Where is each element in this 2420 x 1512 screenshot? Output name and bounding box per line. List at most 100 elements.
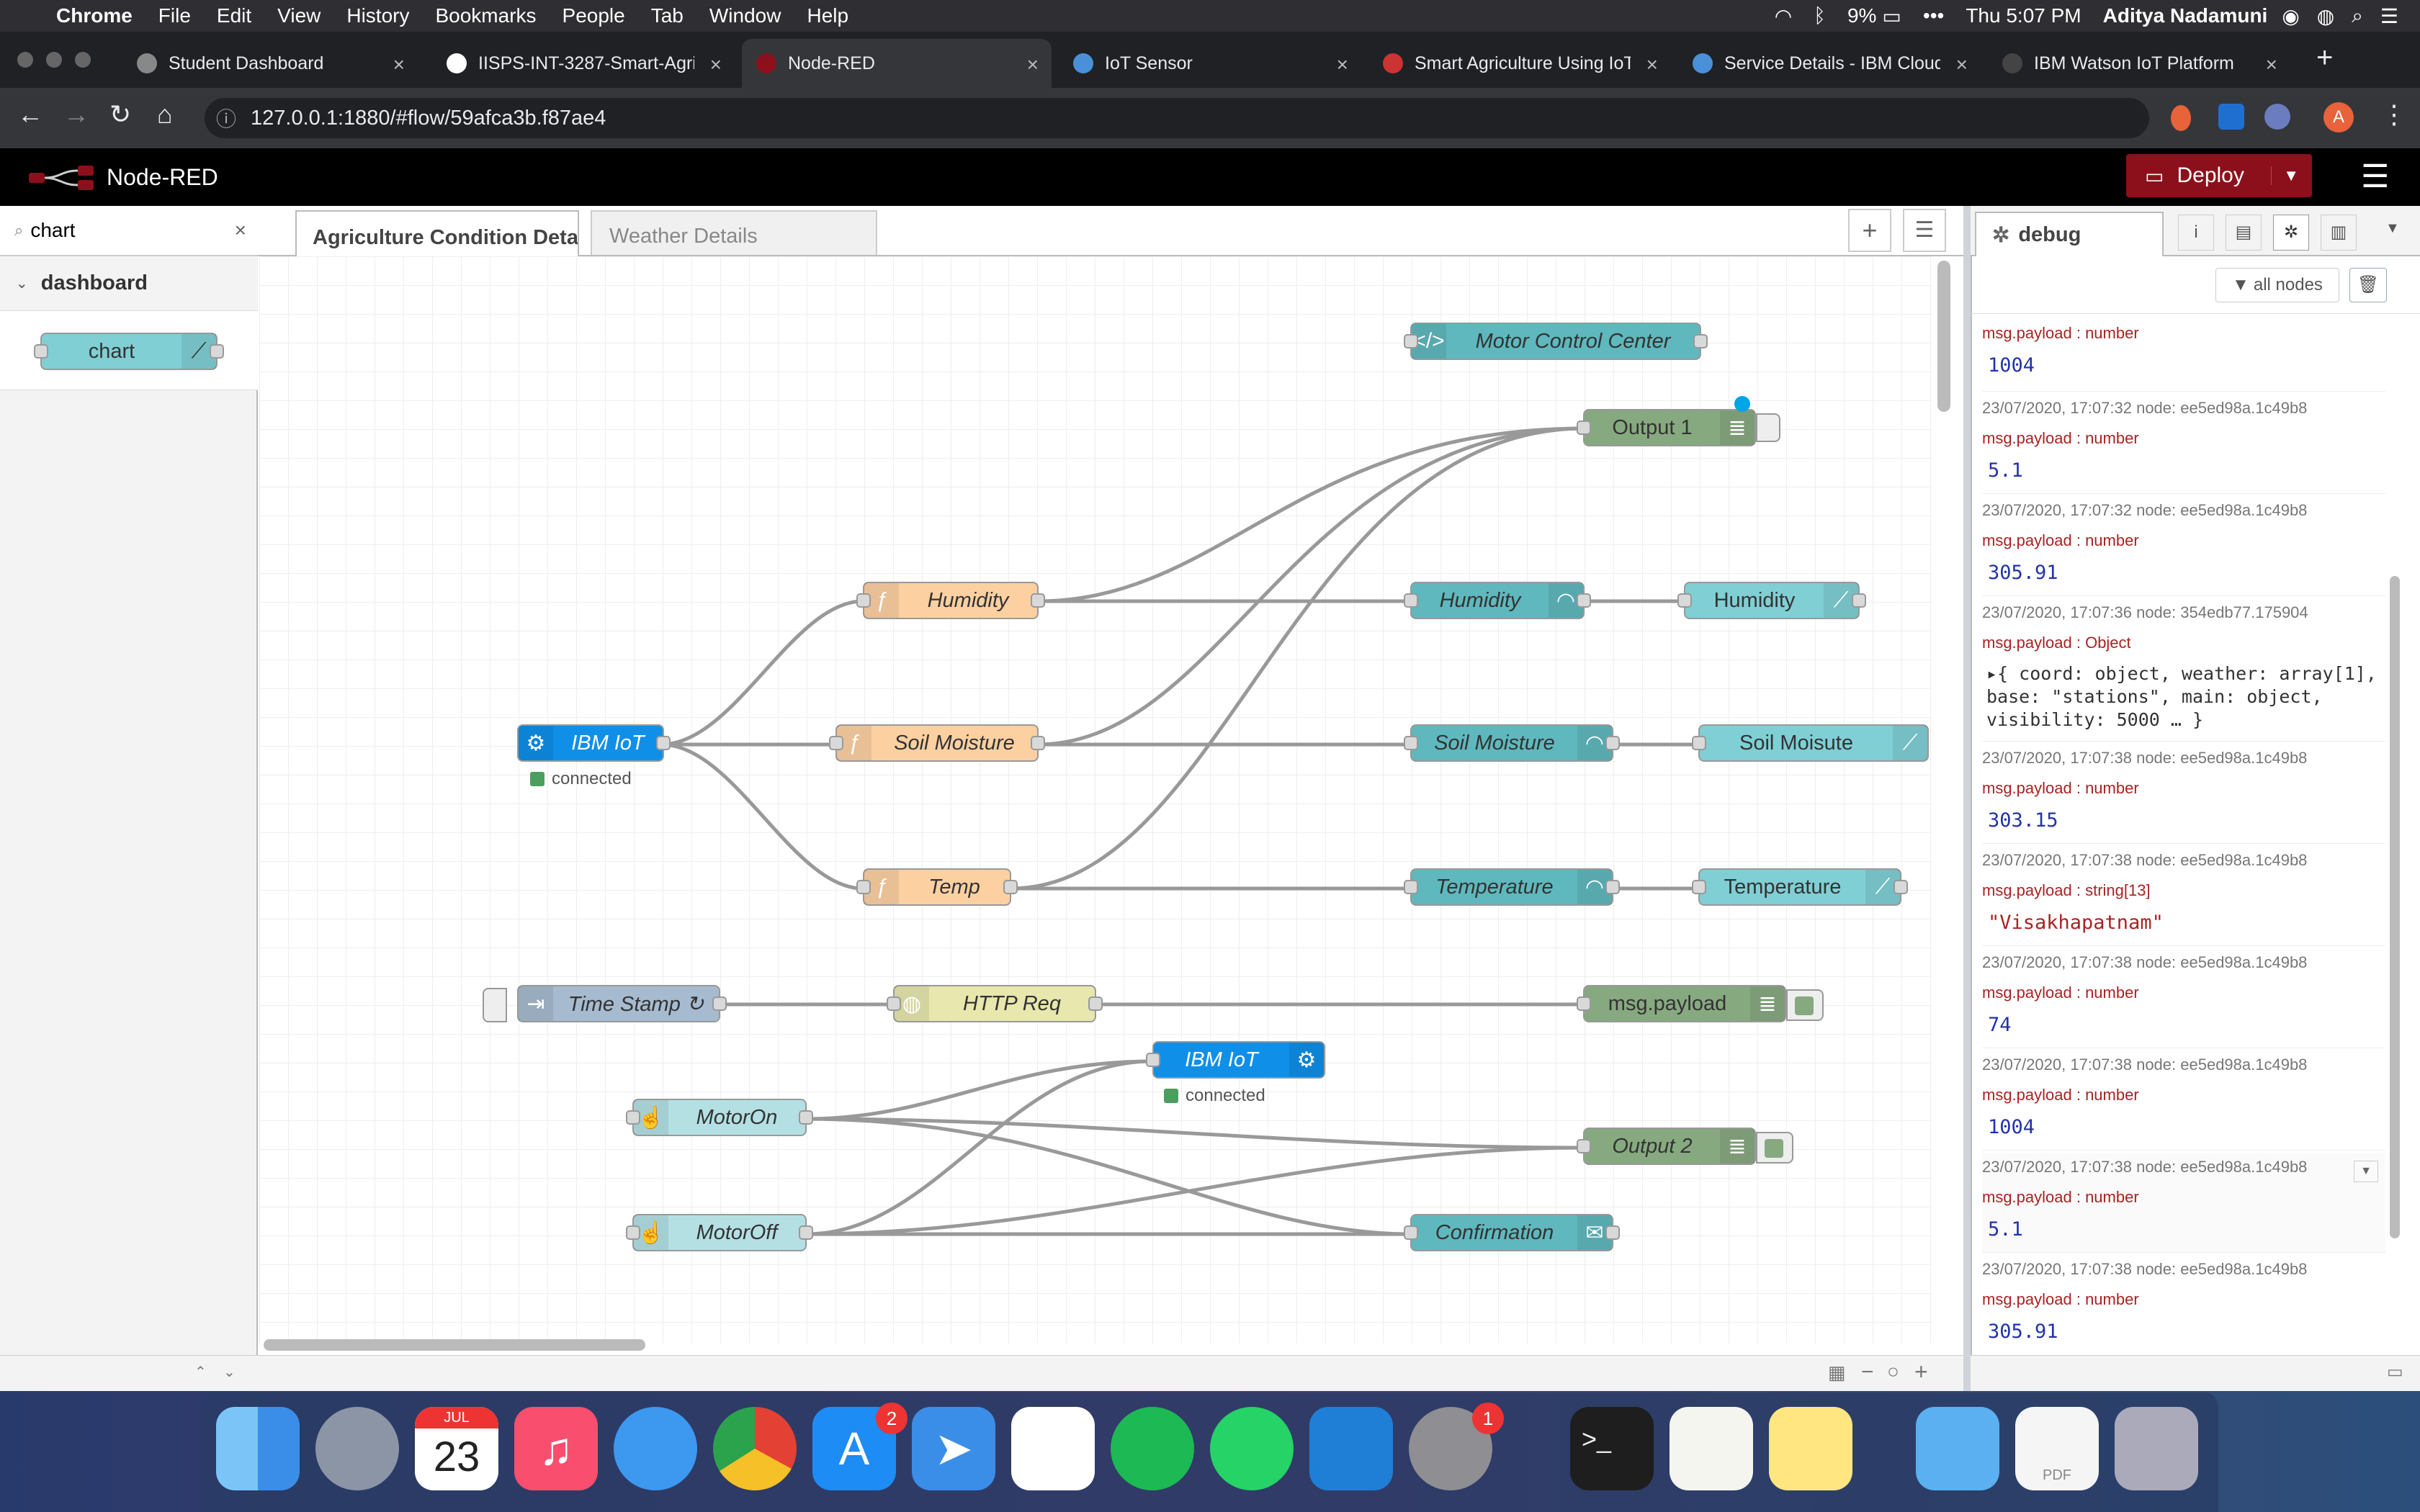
filter-nodes-button[interactable]: ▼ all nodes bbox=[2215, 268, 2339, 302]
close-icon[interactable]: × bbox=[1646, 53, 1658, 76]
debug-message-value[interactable]: 5.1 bbox=[1988, 459, 2023, 482]
home-icon[interactable]: ⌂ bbox=[157, 99, 173, 129]
inject-trigger-button[interactable] bbox=[483, 988, 507, 1022]
slack-icon[interactable] bbox=[1011, 1407, 1095, 1490]
node-soil-moisture-gauge[interactable]: Soil Moisture ◠ bbox=[1404, 724, 1620, 762]
close-icon[interactable]: × bbox=[1955, 53, 1968, 76]
node-msg-payload-debug[interactable]: msg.payload ≣ bbox=[1577, 985, 1786, 1022]
info-icon[interactable]: i bbox=[2178, 215, 2214, 251]
sidebar-tab-debug[interactable]: ✲ debug bbox=[1975, 212, 2164, 256]
extension-cursor-icon[interactable] bbox=[2264, 104, 2290, 130]
pdf-document-icon[interactable]: PDF bbox=[2015, 1407, 2099, 1490]
debug-message-value[interactable]: 1004 bbox=[1988, 1116, 2035, 1138]
menu-file[interactable]: File bbox=[158, 4, 191, 27]
node-output-1[interactable]: Output 1 ≣ bbox=[1577, 409, 1756, 446]
close-icon[interactable]: × bbox=[1026, 53, 1039, 76]
node-motor-off[interactable]: ☝ MotorOff bbox=[626, 1214, 813, 1251]
menu-history[interactable]: History bbox=[346, 4, 410, 27]
bar-chart-icon[interactable]: ▥ bbox=[2321, 215, 2357, 251]
navigator-icon[interactable]: ▦ bbox=[1828, 1362, 1846, 1383]
list-flows-button[interactable]: ☰ bbox=[1903, 209, 1946, 252]
book-icon[interactable]: ▤ bbox=[2226, 215, 2262, 251]
debug-message-value[interactable]: 305.91 bbox=[1988, 1320, 2058, 1343]
main-menu-icon[interactable]: ☰ bbox=[2361, 159, 2390, 194]
wifi-icon[interactable]: ◠ bbox=[1774, 4, 1793, 27]
window-minimize-icon[interactable] bbox=[46, 52, 62, 68]
open-window-icon[interactable]: ▭ bbox=[2387, 1362, 2403, 1382]
add-flow-button[interactable]: + bbox=[1848, 209, 1891, 252]
close-icon[interactable]: × bbox=[2265, 53, 2277, 76]
menubar-user[interactable]: Aditya Nadamuni bbox=[2102, 4, 2268, 27]
clear-debug-icon[interactable]: 🗑 bbox=[2349, 268, 2387, 302]
menu-people[interactable]: People bbox=[562, 4, 625, 27]
browser-tab-node-red[interactable]: Node-RED × bbox=[742, 39, 1052, 88]
browser-tab-github[interactable]: IISPS-INT-3287-Smart-Agri × bbox=[432, 39, 735, 88]
menu-view[interactable]: View bbox=[277, 4, 321, 27]
whatsapp-icon[interactable] bbox=[1210, 1407, 1294, 1490]
spotify-icon[interactable] bbox=[1111, 1407, 1194, 1490]
finder-icon[interactable] bbox=[216, 1407, 300, 1490]
debug-message-value[interactable]: 74 bbox=[1988, 1014, 2012, 1036]
window-close-icon[interactable] bbox=[17, 52, 33, 68]
vscode-icon[interactable] bbox=[1309, 1407, 1393, 1490]
vertical-scrollbar[interactable] bbox=[1937, 261, 1950, 412]
node-motor-on[interactable]: ☝ MotorOn bbox=[626, 1099, 813, 1136]
deploy-dropdown-icon[interactable]: ▼ bbox=[2271, 166, 2299, 185]
palette-search-input[interactable]: chart bbox=[30, 219, 76, 241]
palette-category-header[interactable]: ⌄ dashboard bbox=[0, 256, 258, 311]
forward-icon[interactable]: → bbox=[63, 99, 89, 129]
url-input[interactable]: 127.0.0.1:1880/#flow/59afca3b.f87ae4 bbox=[205, 98, 2149, 138]
notes-icon[interactable] bbox=[1769, 1407, 1852, 1490]
browser-tab-smart-agriculture[interactable]: Smart Agriculture Using IoT × bbox=[1368, 39, 1671, 88]
tab-agriculture-condition-details[interactable]: Agriculture Condition Details bbox=[295, 210, 579, 258]
node-temperature-chart[interactable]: Temperature ⟋ bbox=[1692, 868, 1908, 906]
node-confirmation[interactable]: Confirmation ✉ bbox=[1404, 1214, 1620, 1251]
node-temperature-gauge[interactable]: Temperature ◠ bbox=[1404, 868, 1620, 906]
node-ibm-iot-in[interactable]: ⚙ IBM IoT bbox=[517, 724, 671, 762]
notification-center-icon[interactable]: ☰ bbox=[2380, 4, 2398, 27]
debug-message[interactable]: 23/07/2020, 17:07:38 node: ee5ed98a.1c49… bbox=[1982, 744, 2385, 844]
menu-window[interactable]: Window bbox=[709, 4, 781, 27]
battery-icon[interactable]: ▭ bbox=[1882, 4, 1901, 27]
siri-icon[interactable]: ◍ bbox=[2316, 4, 2335, 27]
node-http-request[interactable]: ◍ HTTP Req bbox=[887, 985, 1103, 1022]
zoom-in-icon[interactable]: + bbox=[1914, 1359, 1928, 1385]
close-icon[interactable]: × bbox=[393, 53, 405, 76]
zoom-out-icon[interactable]: − bbox=[1861, 1360, 1874, 1384]
debug-message-value[interactable]: 305.91 bbox=[1988, 562, 2058, 584]
window-zoom-icon[interactable] bbox=[75, 52, 91, 68]
debug-message[interactable]: 23/07/2020, 17:07:38 node: ee5ed98a.1c49… bbox=[1982, 1153, 2385, 1253]
debug-message[interactable]: 23/07/2020, 17:07:38 node: ee5ed98a.1c49… bbox=[1982, 847, 2385, 946]
menubar-app-name[interactable]: Chrome bbox=[56, 4, 133, 27]
debug-message-value[interactable]: "Visakhapatnam" bbox=[1988, 912, 2164, 934]
debug-message[interactable]: 23/07/2020, 17:07:38 node: ee5ed98a.1c49… bbox=[1982, 1256, 2385, 1351]
close-icon[interactable]: × bbox=[1336, 53, 1348, 76]
menu-edit[interactable]: Edit bbox=[216, 4, 252, 27]
debug-message[interactable]: 23/07/2020, 17:07:38 node: ee5ed98a.1c49… bbox=[1982, 949, 2385, 1048]
collapse-all-icon[interactable]: ⌃ bbox=[194, 1364, 207, 1380]
debug-message[interactable]: 23/07/2020, 17:07:32 node: ee5ed98a.1c49… bbox=[1982, 497, 2385, 596]
node-ibm-iot-out[interactable]: IBM IoT ⚙ bbox=[1146, 1041, 1325, 1079]
terminal-icon[interactable]: >_ bbox=[1570, 1407, 1654, 1490]
chevron-down-icon[interactable]: ▼ bbox=[2385, 220, 2400, 236]
debug-message-value[interactable]: 5.1 bbox=[1988, 1218, 2023, 1241]
menu-bookmarks[interactable]: Bookmarks bbox=[435, 4, 537, 27]
debug-message[interactable]: 23/07/2020, 17:07:36 node: 354edb77.1759… bbox=[1982, 599, 2385, 742]
folder-icon[interactable] bbox=[1916, 1407, 1999, 1490]
node-output-2[interactable]: Output 2 ≣ bbox=[1577, 1128, 1756, 1165]
close-icon[interactable]: × bbox=[709, 53, 722, 76]
site-info-icon[interactable]: ⓘ bbox=[216, 108, 237, 130]
sync-icon[interactable]: ◉ bbox=[2282, 4, 2300, 27]
debug-toggle-button[interactable] bbox=[1786, 989, 1824, 1021]
tab-weather-details[interactable]: Weather Details bbox=[591, 210, 877, 255]
node-motor-control-center[interactable]: </> Motor Control Center bbox=[1404, 323, 1708, 360]
textedit-icon[interactable] bbox=[1670, 1407, 1753, 1490]
trash-icon[interactable] bbox=[2115, 1407, 2198, 1490]
spark-icon[interactable]: ➤ bbox=[912, 1407, 995, 1490]
node-time-stamp[interactable]: ⇥ Time Stamp ↻ bbox=[517, 985, 727, 1022]
menu-help[interactable]: Help bbox=[807, 4, 849, 27]
safari-icon[interactable] bbox=[614, 1407, 697, 1490]
node-soil-moisture-chart[interactable]: Soil Moisute ⟋ bbox=[1692, 724, 1929, 762]
debug-message[interactable]: msg.payload : number 1004 bbox=[1982, 321, 2385, 392]
spotlight-icon[interactable]: ⌕ bbox=[2352, 4, 2363, 27]
